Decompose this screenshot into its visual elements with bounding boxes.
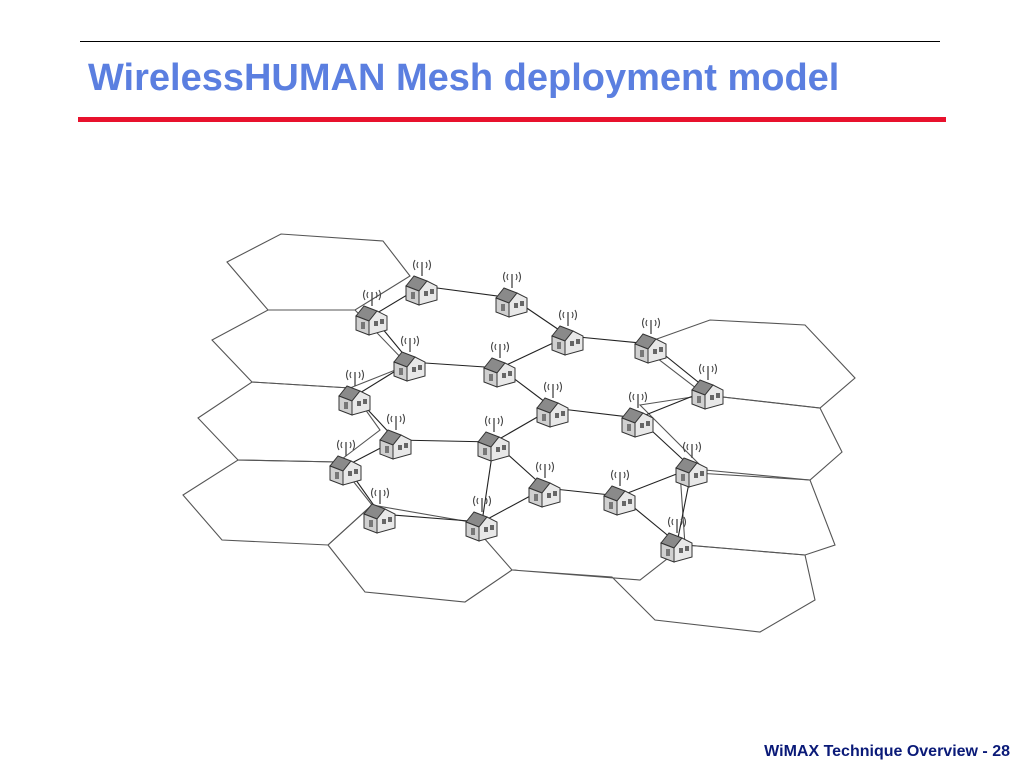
house-with-antenna-icon <box>477 415 510 462</box>
house-with-antenna-icon <box>621 391 654 438</box>
mesh-links <box>345 285 709 544</box>
house-with-antenna-icon <box>495 271 528 318</box>
house-with-antenna-icon <box>660 516 693 563</box>
hex-cell-1 <box>226 233 411 311</box>
top-rule <box>80 41 940 42</box>
house-with-antenna-icon <box>528 461 561 508</box>
house-with-antenna-icon <box>483 341 516 388</box>
house-with-antenna-icon <box>405 259 438 306</box>
house-with-antenna-icon <box>465 495 498 542</box>
title-underline <box>78 117 946 122</box>
house-with-antenna-icon <box>691 363 724 410</box>
house-with-antenna-icon <box>634 317 667 364</box>
hex-cell-8 <box>638 394 843 481</box>
house-with-antenna-icon <box>393 335 426 382</box>
house-with-antenna-icon <box>551 309 584 356</box>
house-with-antenna-icon <box>675 441 708 488</box>
hex-cell-7 <box>638 319 856 409</box>
house-with-antenna-icon <box>536 381 569 428</box>
slide-footer: WiMAX Technique Overview - 28 <box>764 743 1010 760</box>
hex-cell-9 <box>679 471 836 556</box>
house-with-antenna-icon <box>338 369 371 416</box>
mesh-link-22 <box>379 513 483 523</box>
house-with-antenna-icon <box>355 289 388 336</box>
slide-title: WirelessHUMAN Mesh deployment model <box>88 57 840 99</box>
house-with-antenna-icon <box>329 439 362 486</box>
hex-cell-6 <box>511 544 816 633</box>
house-with-antenna-icon <box>379 413 412 460</box>
house-with-antenna-icon <box>363 487 396 534</box>
